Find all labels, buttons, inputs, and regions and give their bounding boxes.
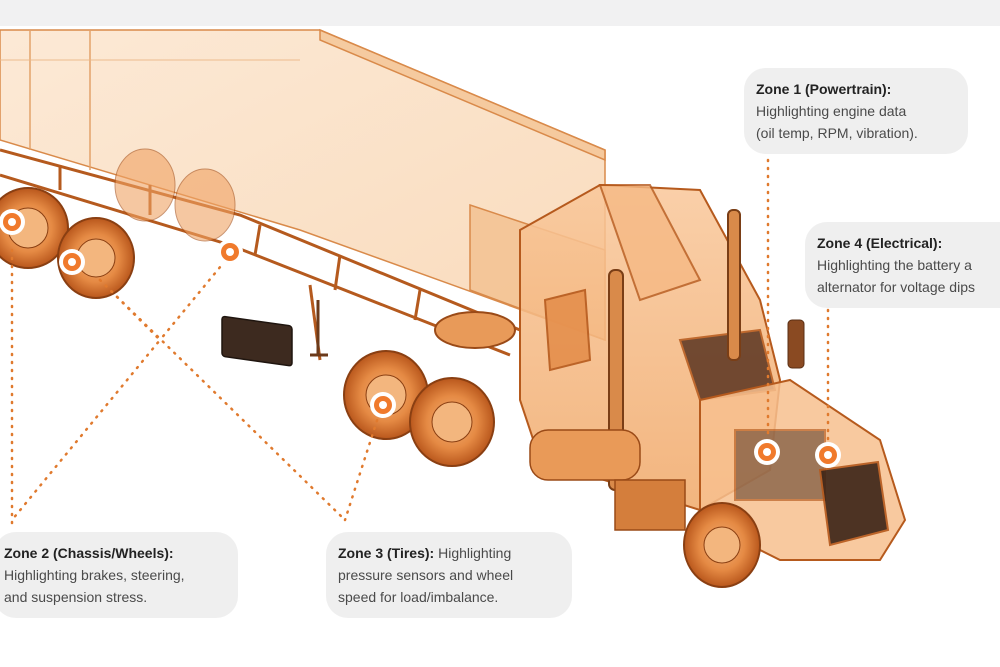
- zone-3-title-suffix: Highlighting: [434, 545, 512, 561]
- zone-4-title: Zone 4 (Electrical):: [817, 235, 943, 251]
- zone-1-desc-line-2: (oil temp, RPM, vibration).: [756, 125, 918, 141]
- zone-4-callout: Zone 4 (Electrical): Highlighting the ba…: [805, 222, 1000, 308]
- zone-2-desc-line-1: Highlighting brakes, steering,: [4, 567, 185, 583]
- leader-lines: [10, 158, 830, 532]
- zone-2-title: Zone 2 (Chassis/Wheels):: [4, 545, 174, 561]
- landing-gear: [310, 300, 328, 357]
- marker-center-dot: [68, 258, 76, 266]
- fuel-tank-steps: [529, 429, 686, 531]
- zone-3-title-row: Zone 3 (Tires): Highlighting: [338, 542, 558, 564]
- fifth-wheel: [434, 311, 516, 349]
- trailer-box: [0, 28, 606, 342]
- front-wheel: [683, 502, 761, 588]
- zone-1-marker-engine[interactable]: [754, 439, 780, 465]
- zone-3-desc-line-2: speed for load/imbalance.: [338, 589, 499, 605]
- zone-3-desc-line-1: pressure sensors and wheel: [338, 567, 514, 583]
- zone-4-desc-line-2: alternator for voltage dips: [817, 279, 975, 295]
- zone-2-marker-trailer-front-wheel[interactable]: [0, 209, 25, 235]
- top-band: [0, 0, 1000, 26]
- zone-3-marker-drive-tire[interactable]: [370, 392, 396, 418]
- side-mirror: [787, 319, 805, 369]
- zone-2-callout: Zone 2 (Chassis/Wheels): Highlighting br…: [0, 532, 238, 618]
- marker-center-dot: [8, 218, 16, 226]
- marker-center-dot: [763, 448, 771, 456]
- zone-4-desc-line-1: Highlighting the battery a: [817, 257, 972, 273]
- marker-center-dot: [824, 451, 832, 459]
- trailer-wheels: [0, 148, 236, 299]
- zone-2-desc-line-2: and suspension stress.: [4, 589, 148, 605]
- toolbox: [221, 315, 293, 367]
- marker-center-dot: [226, 248, 234, 256]
- zone-3-callout: Zone 3 (Tires): Highlighting pressure se…: [326, 532, 572, 618]
- zone-4-marker-battery[interactable]: [815, 442, 841, 468]
- zone-2-marker-trailer-axle[interactable]: [217, 239, 243, 265]
- marker-center-dot: [379, 401, 387, 409]
- zone-1-callout: Zone 1 (Powertrain): Highlighting engine…: [744, 68, 968, 154]
- zone-1-desc-line-1: Highlighting engine data: [756, 103, 907, 119]
- zone-1-title: Zone 1 (Powertrain):: [756, 81, 892, 97]
- hood-engine: [699, 378, 907, 561]
- zone-3-title: Zone 3 (Tires):: [338, 545, 435, 561]
- zone-2-marker-trailer-rear-wheel[interactable]: [59, 249, 85, 275]
- drive-tires: [343, 350, 495, 467]
